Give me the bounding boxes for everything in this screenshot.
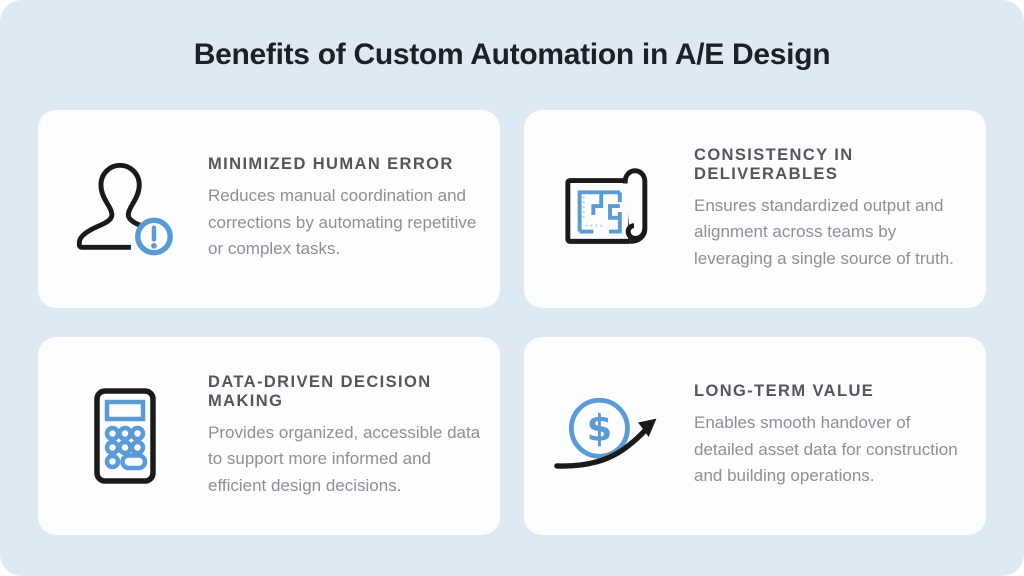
card-description: Enables smooth handover of detailed asse… <box>694 413 958 486</box>
card-title: MINIMIZED HUMAN ERROR <box>208 155 454 174</box>
card-title: LONG-TERM VALUE <box>694 382 875 401</box>
benefits-grid: MINIMIZED HUMAN ERROR Reduces manual coo… <box>38 110 986 535</box>
card-description: Provides organized, accessible data to s… <box>208 422 481 495</box>
card-minimized-human-error: MINIMIZED HUMAN ERROR Reduces manual coo… <box>38 110 500 308</box>
card-icon-wrap <box>550 162 672 256</box>
card-data-driven-decision-making: DATA-DRIVEN DECISION MAKING Provides org… <box>38 337 500 535</box>
card-text-block: LONG-TERM VALUE Enables smooth handover … <box>694 382 974 490</box>
svg-text:$: $ <box>587 407 613 450</box>
card-title: CONSISTENCY IN DELIVERABLES <box>694 145 854 183</box>
person-alert-icon <box>76 162 173 256</box>
card-description: Reduces manual coordination and correcti… <box>208 186 477 259</box>
card-consistency-in-deliverables: CONSISTENCY IN DELIVERABLES Ensures stan… <box>524 110 986 308</box>
card-text-block: DATA-DRIVEN DECISION MAKING Provides org… <box>208 373 488 500</box>
page-title: Benefits of Custom Automation in A/E Des… <box>193 38 831 71</box>
card-long-term-value: $ LONG-TERM VALUE Enables smooth handove… <box>524 337 986 535</box>
card-description: Ensures standardized output and alignmen… <box>694 195 954 268</box>
card-title: DATA-DRIVEN DECISION MAKING <box>208 372 432 410</box>
card-icon-wrap <box>64 386 186 486</box>
card-text-block: MINIMIZED HUMAN ERROR Reduces manual coo… <box>208 155 488 263</box>
card-icon-wrap <box>64 159 186 259</box>
card-icon-wrap: $ <box>550 389 672 483</box>
card-text-block: CONSISTENCY IN DELIVERABLES Ensures stan… <box>694 146 974 273</box>
blueprint-scroll-icon <box>565 168 648 244</box>
dollar-growth-icon: $ <box>554 397 657 469</box>
calculator-icon <box>94 388 156 484</box>
